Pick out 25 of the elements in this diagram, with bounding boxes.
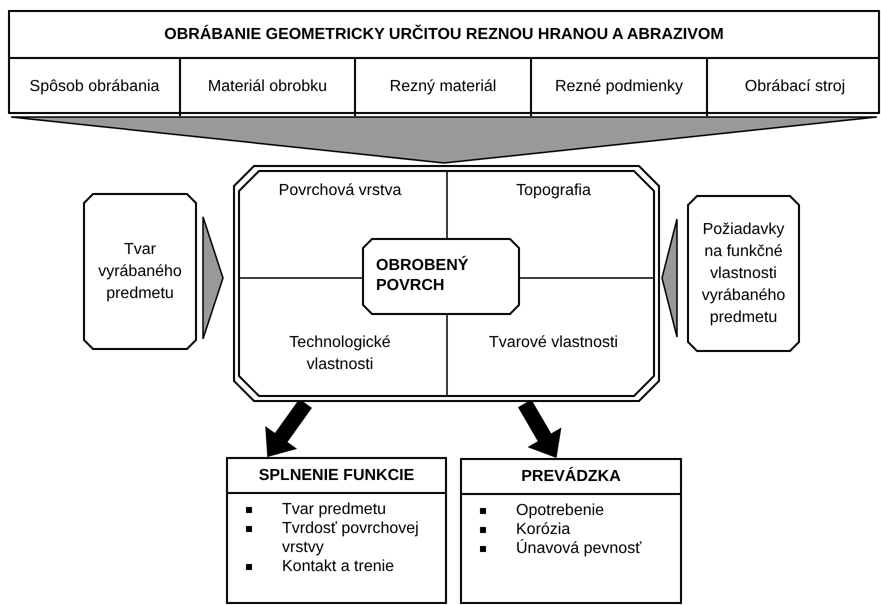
quadrant-label: Technologické vlastnosti [233, 332, 447, 376]
block-arrow [518, 399, 562, 458]
funnel-arrow [10, 116, 878, 164]
table-cell: Obrábací stroj [706, 59, 881, 116]
input-box [83, 193, 197, 350]
surface-title: OBROBENÝ POVRCH [376, 256, 470, 296]
wedge-arrow [661, 218, 678, 338]
input-box [687, 195, 800, 352]
header-table [8, 10, 880, 114]
quadrant-label: Tvarové vlastnosti [447, 332, 660, 376]
table-cell: Materiál obrobku [179, 59, 354, 116]
box-heading: PREVÁDZKA [462, 460, 680, 495]
table-cell: Rezné podmienky [530, 59, 706, 116]
box-heading: SPLNENIE FUNKCIE [228, 459, 445, 494]
result-box [460, 458, 682, 604]
table-cell: Rezný materiál [354, 59, 530, 116]
quadrant-label: Topografia [447, 180, 660, 220]
wedge-arrow [202, 216, 224, 340]
table-cell: Spôsob obrábania [10, 59, 179, 116]
box-text: Požiadavky na funkčné vlastnosti vyrábaného predmetu [700, 220, 786, 328]
quadrant-label: Povrchová vrstva [233, 180, 447, 220]
center-box [362, 238, 520, 315]
box-text: Tvar vyrábaného predmetu [97, 240, 183, 304]
table-title: OBRÁBANIE GEOMETRICKY URČITOU REZNOU HRANOU A ABRAZIVOM [163, 25, 725, 45]
result-box [226, 457, 447, 604]
